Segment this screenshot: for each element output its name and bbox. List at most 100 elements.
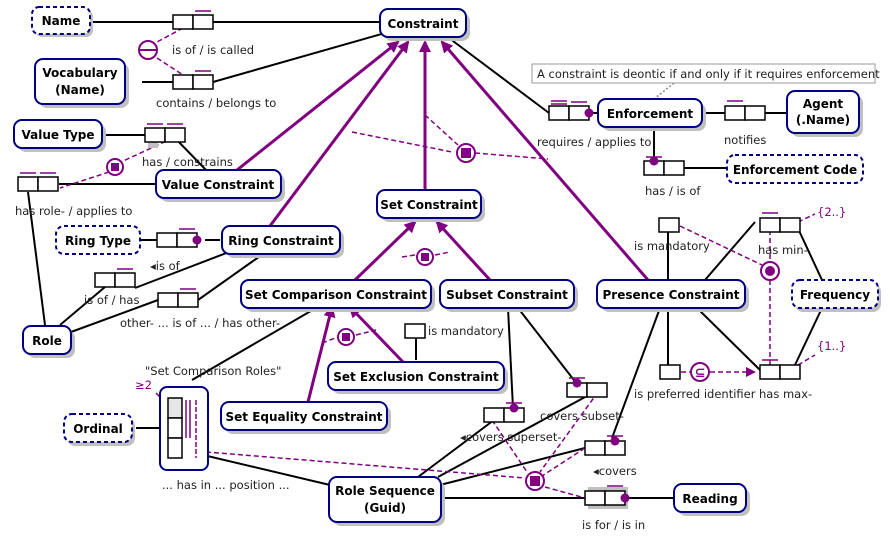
reading-label: is preferred identifier [634, 387, 756, 401]
xor-constraint-icon[interactable] [525, 471, 545, 491]
entity-value-constraint[interactable]: Value Constraint [155, 169, 285, 202]
entity-presence-constraint[interactable]: Presence Constraint [596, 279, 749, 312]
entity-enforcement-code[interactable]: Enforcement Code [726, 154, 864, 184]
entity-set-constraint[interactable]: Set Constraint [376, 189, 485, 222]
entity-label: Set Equality Constraint [226, 410, 383, 424]
reading-label: is of / has [84, 293, 139, 307]
constraint-annotations: {2..} {1..} ≥2 [135, 205, 846, 392]
subset-constraint-icon[interactable]: ⊆ [690, 362, 710, 382]
entity-label: Constraint [388, 17, 459, 31]
entity-ordinal[interactable]: Ordinal [63, 413, 135, 446]
fact-other-is-of[interactable] [157, 292, 199, 308]
fact-covers-superset[interactable] [483, 407, 525, 423]
xor-constraint-icon[interactable] [337, 328, 355, 346]
entity-label: Ordinal [73, 422, 123, 436]
entity-label: (.Name) [796, 113, 850, 127]
fact-covers-subset[interactable] [566, 382, 608, 398]
reading-label: notifies [724, 133, 766, 147]
entity-agent[interactable]: Agent (.Name) [786, 90, 863, 137]
entity-label: Presence Constraint [603, 288, 740, 302]
reading-label: is for / is in [582, 518, 645, 532]
entity-label: Enforcement [607, 107, 694, 121]
fact-enforcement-code[interactable] [643, 160, 685, 176]
entity-role-sequence[interactable]: Role Sequence (Guid) [328, 476, 445, 526]
fact-is-for[interactable] [584, 487, 628, 509]
fact-ring-is-of[interactable] [94, 272, 136, 288]
fact-name-is-of[interactable] [172, 14, 214, 30]
entity-set-comparison-constraint[interactable]: Set Comparison Constraint [240, 279, 435, 312]
frequency-label: {2..} [817, 205, 846, 219]
reading-label: has / is of [645, 184, 701, 198]
reading-label: has / constrains [142, 155, 233, 169]
fact-value-type-has[interactable] [144, 127, 186, 148]
reading-label: contains / belongs to [156, 96, 276, 110]
note-text: A constraint is deontic if and only if i… [537, 67, 880, 81]
mandatory-dots [192, 108, 659, 503]
entity-enforcement[interactable]: Enforcement [597, 98, 706, 131]
fact-notifies[interactable] [724, 105, 766, 121]
entity-value-type[interactable]: Value Type [13, 119, 106, 152]
entity-ring-type[interactable]: Ring Type [55, 225, 141, 255]
fact-covers[interactable] [584, 440, 626, 456]
entity-frequency[interactable]: Frequency [791, 279, 881, 312]
entity-subset-constraint[interactable]: Subset Constraint [439, 279, 578, 312]
entity-ring-constraint[interactable]: Ring Constraint [221, 225, 344, 258]
fact-vocabulary-contains[interactable] [172, 74, 214, 90]
entity-label: Subset Constraint [446, 288, 568, 302]
entity-set-exclusion-constraint[interactable]: Set Exclusion Constraint [327, 361, 508, 394]
entity-set-equality-constraint[interactable]: Set Equality Constraint [220, 401, 391, 434]
fact-exclusion-mandatory[interactable] [404, 323, 426, 339]
reading-label: has min- [758, 243, 808, 257]
reading-label: has max- [759, 387, 812, 401]
reading-label: ◂covers [593, 464, 637, 478]
reading-label: other- ... is of ... / has other- [120, 316, 280, 330]
fact-preferred-identifier[interactable] [659, 364, 681, 380]
uniqueness-constraints [20, 10, 778, 487]
reading-label: ... has in ... position ... [162, 478, 290, 492]
entity-label: Agent [803, 97, 844, 111]
entity-vocabulary[interactable]: Vocabulary (Name) [34, 58, 129, 108]
fact-readings: is of / is called contains / belongs to … [15, 43, 812, 532]
reading-label: has role- / applies to [15, 204, 132, 218]
entity-reading[interactable]: Reading [673, 483, 750, 516]
entity-label: (Name) [55, 83, 105, 97]
exclusion-constraint-icon[interactable] [138, 40, 158, 60]
xor-constraint-icon[interactable] [456, 143, 476, 163]
reading-label: ◂covers superset- [460, 430, 562, 444]
entity-label: (Guid) [364, 501, 406, 515]
entity-role[interactable]: Role [22, 325, 75, 358]
entity-label: Name [42, 14, 81, 28]
entity-label: Ring Constraint [228, 234, 334, 248]
entity-label: Ring Type [65, 234, 131, 248]
objectified-name-label: "Set Comparison Roles" [145, 364, 281, 378]
frequency-label: ≥2 [135, 378, 152, 392]
entity-label: Role [32, 334, 62, 348]
constraint-connectors [59, 27, 816, 499]
reading-label: requires / applies to [537, 135, 651, 149]
fact-ring-type[interactable] [156, 232, 198, 248]
inclusive-or-constraint-icon[interactable] [760, 261, 780, 281]
reading-label: covers subset- [540, 409, 624, 423]
reading-label: is mandatory [428, 324, 504, 338]
entity-label: Set Exclusion Constraint [333, 370, 499, 384]
xor-constraint-icon[interactable] [106, 158, 124, 176]
fact-has-role[interactable] [17, 176, 59, 192]
fact-has-min[interactable] [759, 217, 801, 233]
subtype-arrows [236, 40, 650, 403]
reading-label: is of / is called [172, 43, 254, 57]
fact-presence-mandatory[interactable] [658, 217, 680, 233]
fact-set-comparison-roles[interactable] [159, 386, 209, 471]
fact-has-max[interactable] [759, 364, 801, 380]
entity-label: Value Type [21, 128, 94, 142]
reading-label: is mandatory [634, 239, 710, 253]
xor-constraint-icon[interactable] [416, 248, 434, 266]
entity-label: Value Constraint [162, 178, 275, 192]
entity-label: Role Sequence [335, 484, 435, 498]
entity-label: Reading [682, 492, 737, 506]
entity-name[interactable]: Name [31, 6, 93, 37]
reading-label: ◂is of [150, 259, 181, 273]
entity-constraint[interactable]: Constraint [379, 8, 470, 41]
fact-types [17, 14, 801, 509]
fact-requires[interactable] [548, 105, 590, 121]
